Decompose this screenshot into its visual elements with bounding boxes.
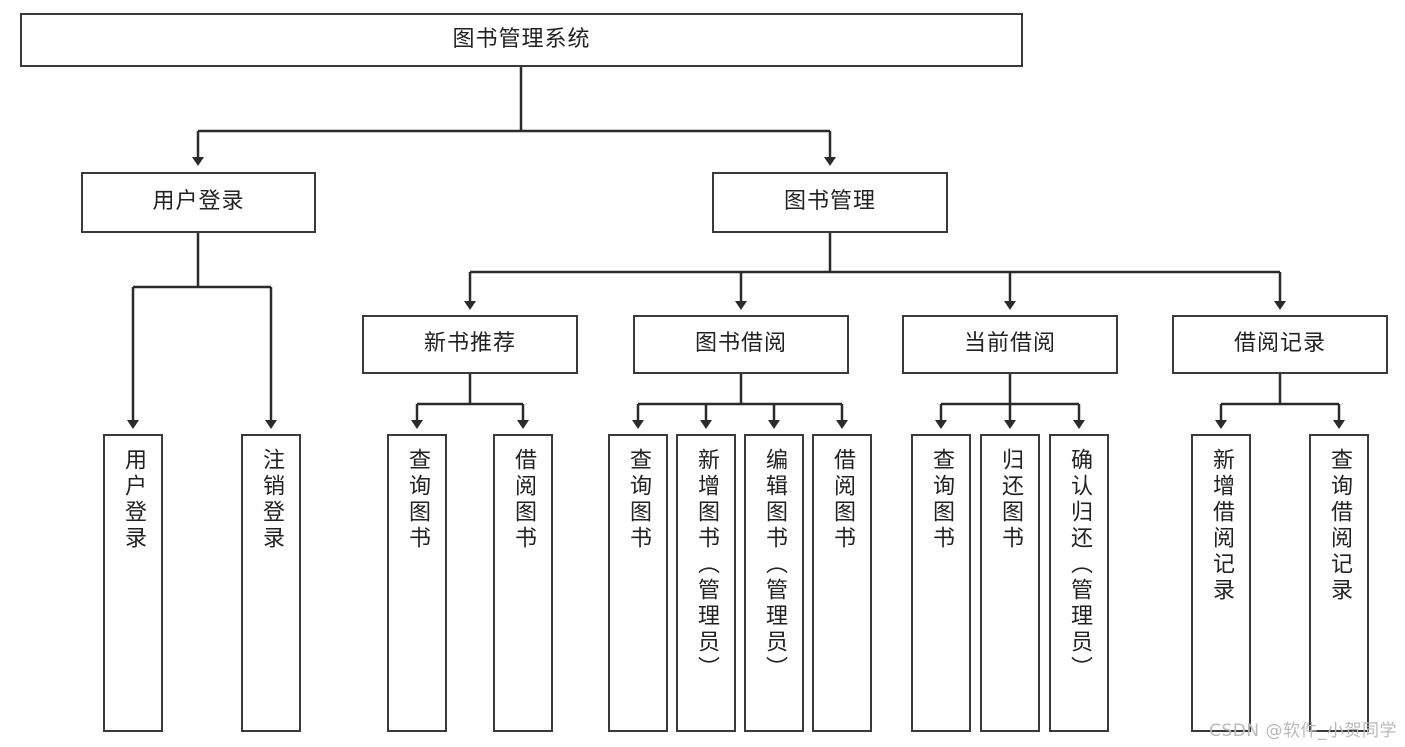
node-leaf-add-book-admin[interactable]: 新增图书（管理员） (676, 434, 736, 732)
watermark: CSDN @软件_小贺同学 (1209, 721, 1397, 741)
node-leaf-add-borrow-record[interactable]: 新增借阅记录 (1191, 434, 1251, 732)
node-label: 新书推荐 (423, 331, 516, 357)
node-label: 查询图书 (625, 448, 651, 552)
node-leaf-query-borrow-record[interactable]: 查询借阅记录 (1309, 434, 1369, 732)
node-label: 当前借阅 (963, 331, 1056, 357)
node-leaf-edit-book-admin[interactable]: 编辑图书（管理员） (744, 434, 804, 732)
node-leaf-borrow-book-recommend[interactable]: 借阅图书 (493, 434, 553, 732)
node-leaf-borrow-book[interactable]: 借阅图书 (812, 434, 872, 732)
node-label: 用户登录 (152, 189, 245, 215)
node-book-management[interactable]: 图书管理 (712, 172, 948, 233)
node-leaf-user-login[interactable]: 用户登录 (103, 434, 163, 732)
node-leaf-confirm-return-admin[interactable]: 确认归还（管理员） (1049, 434, 1109, 732)
node-leaf-logout[interactable]: 注销登录 (241, 434, 301, 732)
node-label: 新增图书（管理员） (693, 448, 719, 682)
node-leaf-query-book-borrow[interactable]: 查询图书 (608, 434, 668, 732)
node-root-book-management-system[interactable]: 图书管理系统 (20, 13, 1023, 67)
node-label: 查询借阅记录 (1326, 448, 1352, 604)
node-label: 查询图书 (404, 448, 430, 552)
node-label: 借阅图书 (829, 448, 855, 552)
node-label: 借阅图书 (510, 448, 536, 552)
node-user-login[interactable]: 用户登录 (81, 172, 316, 233)
node-label: 图书管理系统 (452, 26, 591, 52)
node-label: 图书借阅 (694, 331, 787, 357)
node-label: 新增借阅记录 (1208, 448, 1234, 604)
node-label: 确认归还（管理员） (1066, 448, 1092, 682)
node-current-borrowing[interactable]: 当前借阅 (902, 315, 1118, 374)
node-label: 查询图书 (928, 448, 954, 552)
node-label: 编辑图书（管理员） (761, 448, 787, 682)
node-new-book-recommendation[interactable]: 新书推荐 (362, 315, 578, 374)
node-label: 借阅记录 (1233, 331, 1326, 357)
node-leaf-query-book-current[interactable]: 查询图书 (911, 434, 971, 732)
node-label: 注销登录 (258, 448, 284, 552)
node-leaf-query-book-recommend[interactable]: 查询图书 (387, 434, 447, 732)
node-borrowing-record[interactable]: 借阅记录 (1172, 315, 1388, 374)
node-book-borrowing[interactable]: 图书借阅 (633, 315, 849, 374)
node-leaf-return-book[interactable]: 归还图书 (980, 434, 1040, 732)
node-label: 归还图书 (997, 448, 1023, 552)
node-label: 用户登录 (120, 448, 146, 552)
node-label: 图书管理 (783, 189, 876, 215)
